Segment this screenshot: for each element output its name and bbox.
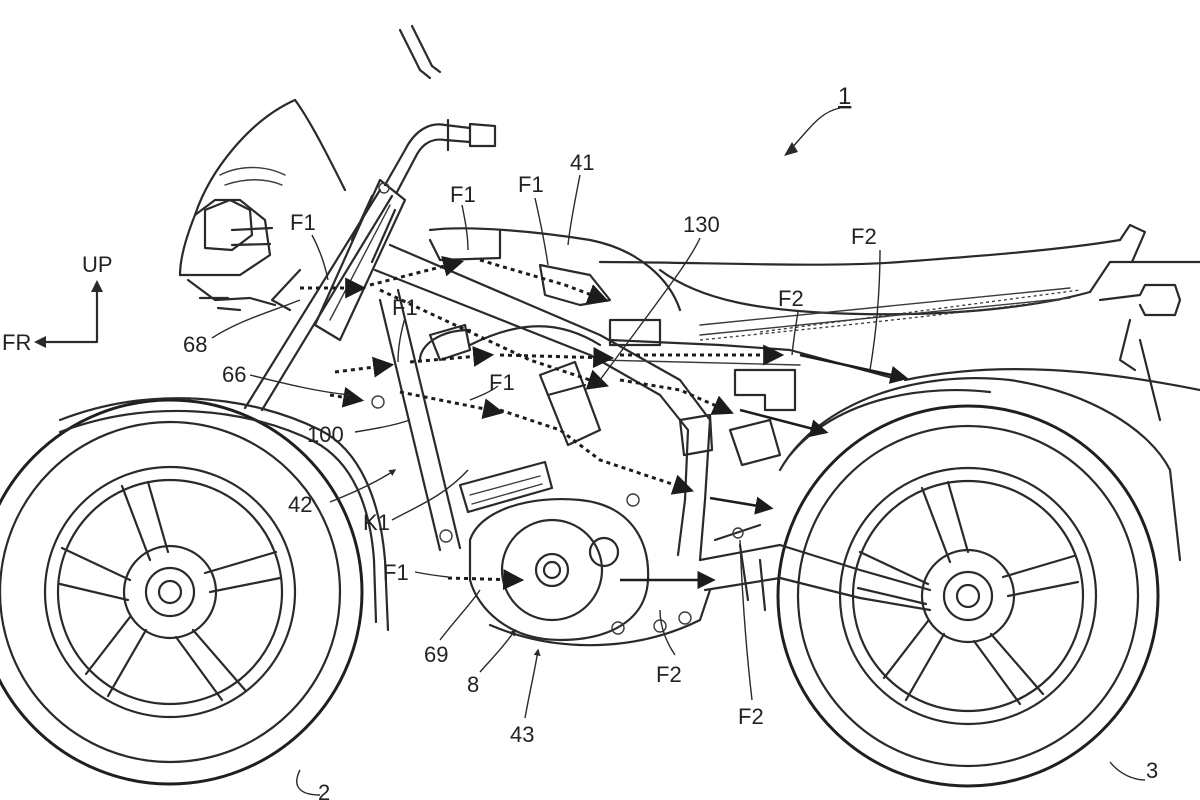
leader-k1 — [391, 469, 469, 521]
label-f2-bottom: F2 — [738, 704, 764, 729]
front-fender — [58, 397, 390, 632]
leader-69 — [439, 589, 481, 641]
reference-labels: 1 41 130 68 66 100 42 K1 69 8 43 2 3 F1 … — [183, 83, 1158, 800]
leader-3 — [1109, 761, 1146, 781]
frame — [373, 243, 902, 562]
handlebar — [383, 24, 497, 194]
up-arrowhead — [91, 280, 103, 292]
leader-f2-top — [869, 249, 881, 371]
leader-66 — [249, 374, 351, 396]
ref-8: 8 — [467, 672, 479, 697]
label-f2-top: F2 — [851, 224, 877, 249]
leader-f1-lower — [469, 385, 499, 401]
leader-130 — [599, 237, 701, 381]
leader-2 — [296, 769, 321, 796]
ref-3: 3 — [1146, 758, 1158, 783]
leader-f2-bottom — [739, 539, 753, 701]
label-f2-lower: F2 — [656, 662, 682, 687]
airflow-arrow — [619, 378, 734, 415]
leader-42 — [329, 469, 397, 503]
label-f2-mid: F2 — [778, 286, 804, 311]
leader-f2-lower — [659, 609, 676, 656]
ref-100: 100 — [307, 422, 344, 447]
airflow-arrow — [409, 346, 495, 367]
front-fork — [243, 188, 394, 412]
front-wheel — [0, 398, 364, 786]
airflow-arrow — [499, 347, 615, 369]
airflow-f2-arrows — [620, 353, 909, 590]
motor — [371, 395, 712, 647]
front-label: FR — [2, 330, 31, 355]
airflow-arrow — [379, 288, 609, 390]
front-cowl — [178, 98, 347, 312]
ref-66: 66 — [222, 362, 246, 387]
leader-1 — [789, 107, 841, 151]
tail-assembly — [1098, 283, 1182, 422]
airflow-arrow — [334, 356, 395, 378]
ref-2: 2 — [318, 780, 330, 800]
ref-69: 69 — [424, 642, 448, 667]
leader-f1-motor — [414, 571, 449, 578]
rear-wheel — [776, 404, 1160, 788]
ref-68: 68 — [183, 332, 207, 357]
ref-130: 130 — [683, 212, 720, 237]
airflow-arrow — [499, 408, 694, 495]
leader-f1-front — [311, 234, 329, 281]
up-label: UP — [82, 252, 113, 277]
airflow-arrow — [329, 386, 365, 408]
leader-41 — [567, 174, 581, 246]
leader-100 — [354, 419, 411, 433]
ref-41: 41 — [570, 150, 594, 175]
leader-f2-mid — [791, 311, 799, 356]
seat — [598, 223, 1200, 341]
airflow-f1-arrows — [300, 255, 785, 591]
airflow-arrow — [479, 258, 609, 304]
label-f1-front: F1 — [290, 210, 316, 235]
steering-head — [313, 178, 407, 342]
label-f1-top-b: F1 — [518, 172, 544, 197]
leader-43 — [524, 648, 541, 719]
leader-f1-top-a — [461, 204, 469, 251]
label-f1-mid: F1 — [392, 295, 418, 320]
direction-indicator: UP FR — [2, 252, 113, 355]
airflow-arrow — [799, 353, 909, 384]
airflow-arrow — [447, 569, 525, 591]
airflow-arrow — [399, 390, 505, 420]
ref-43: 43 — [510, 722, 534, 747]
leader-f1-top-b — [534, 197, 549, 266]
leader-1-arrowhead — [784, 142, 798, 156]
leader-8 — [479, 628, 516, 673]
leader-f1-mid — [397, 317, 406, 363]
ref-k1: K1 — [363, 510, 390, 535]
airflow-arrow — [739, 408, 829, 438]
ref-1: 1 — [838, 83, 851, 110]
components — [428, 323, 797, 514]
front-arrowhead — [34, 336, 46, 348]
leader-lines — [211, 107, 1146, 796]
label-f1-motor: F1 — [383, 560, 409, 585]
rear-body — [778, 368, 1200, 562]
label-f1-lower: F1 — [489, 370, 515, 395]
leader-68 — [211, 299, 301, 339]
ref-42: 42 — [288, 492, 312, 517]
airflow-arrow — [709, 496, 774, 515]
label-f1-top-a: F1 — [450, 182, 476, 207]
